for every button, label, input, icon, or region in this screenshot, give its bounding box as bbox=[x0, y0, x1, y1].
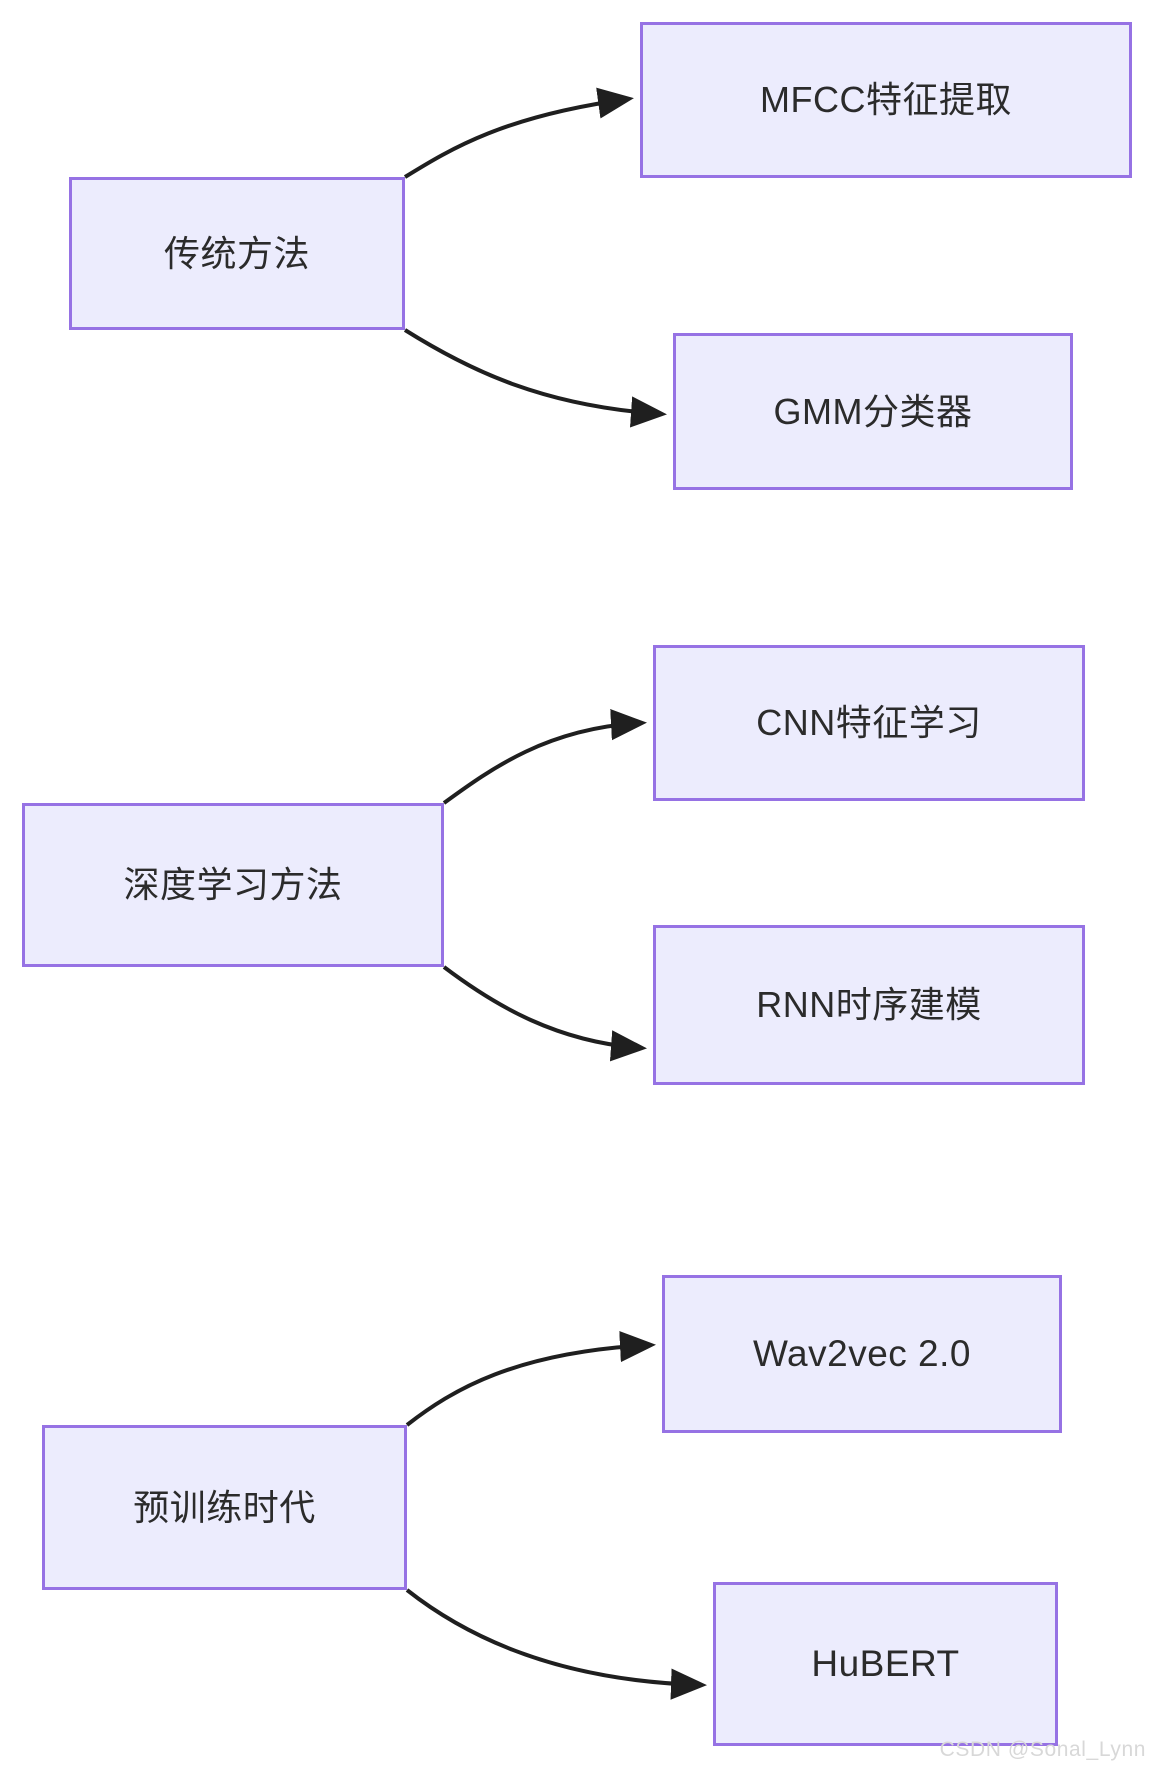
node-label: GMM分类器 bbox=[773, 390, 973, 432]
node-label: 传统方法 bbox=[163, 232, 310, 274]
node-label: CNN特征学习 bbox=[756, 702, 982, 744]
node-label: Wav2vec 2.0 bbox=[753, 1332, 971, 1374]
edge-traditional-to-gmm bbox=[403, 328, 667, 428]
node-traditional-method[interactable]: 传统方法 bbox=[69, 177, 405, 330]
edge-pretrain-to-hubert bbox=[405, 1588, 707, 1700]
node-label: 预训练时代 bbox=[133, 1486, 316, 1528]
node-mfcc-feature-extraction[interactable]: MFCC特征提取 bbox=[640, 22, 1132, 178]
node-label: MFCC特征提取 bbox=[760, 79, 1012, 121]
node-label: HuBERT bbox=[811, 1642, 960, 1684]
node-label: 深度学习方法 bbox=[123, 864, 343, 906]
node-gmm-classifier[interactable]: GMM分类器 bbox=[673, 333, 1073, 490]
edge-pretrain-to-wav2vec bbox=[405, 1330, 656, 1427]
node-deep-learning-method[interactable]: 深度学习方法 bbox=[22, 803, 444, 967]
node-hubert[interactable]: HuBERT bbox=[713, 1582, 1058, 1746]
edge-traditional-to-mfcc bbox=[403, 87, 634, 179]
node-wav2vec-2-0[interactable]: Wav2vec 2.0 bbox=[662, 1275, 1062, 1433]
node-pretraining-era[interactable]: 预训练时代 bbox=[42, 1425, 407, 1590]
node-label: RNN时序建模 bbox=[756, 984, 982, 1026]
edge-deep-to-rnn bbox=[442, 965, 647, 1062]
watermark: CSDN @Sonal_Lynn bbox=[939, 1738, 1146, 1761]
node-cnn-feature-learning[interactable]: CNN特征学习 bbox=[653, 645, 1085, 801]
edge-deep-to-cnn bbox=[442, 709, 647, 805]
node-rnn-sequence-modeling[interactable]: RNN时序建模 bbox=[653, 925, 1085, 1085]
